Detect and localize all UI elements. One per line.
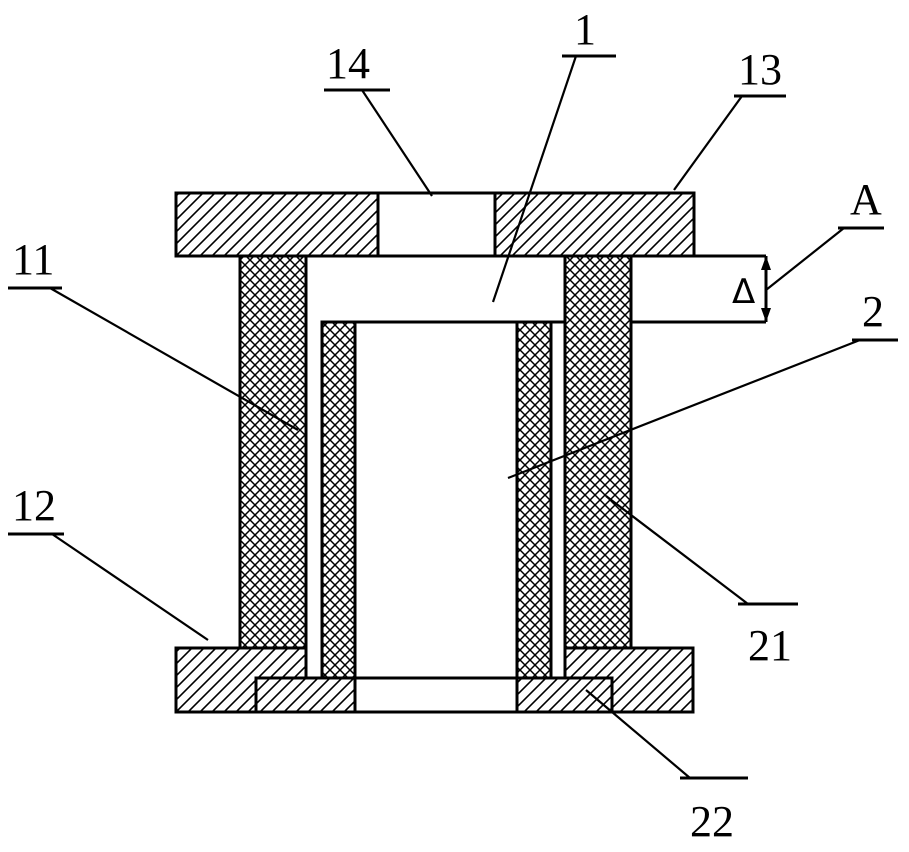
label-13: 13	[738, 45, 782, 94]
part-labels: 1 14 13 A 11 2 12 21 22	[12, 5, 884, 846]
label-2: 2	[862, 287, 884, 336]
bottom-ring	[254, 676, 614, 714]
outer-wall-left	[238, 254, 308, 650]
label-1: 1	[574, 5, 596, 54]
bottom-ring-opening	[353, 676, 519, 714]
top-plate-opening	[376, 191, 497, 258]
label-11: 11	[12, 235, 54, 284]
top-plate	[174, 191, 696, 258]
label-a: A	[850, 175, 882, 224]
label-12: 12	[12, 481, 56, 530]
label-21: 21	[748, 621, 792, 670]
inner-wall-left	[320, 320, 357, 680]
label-14: 14	[326, 39, 370, 88]
top-plate-right	[493, 191, 696, 258]
inner-wall-right	[515, 320, 553, 680]
gap-delta-label: Δ	[732, 272, 755, 312]
gap-dimension: Δ	[732, 256, 771, 322]
top-plate-left	[174, 191, 380, 258]
inner-wall	[320, 320, 553, 680]
bottom-ring-right	[515, 676, 614, 714]
label-22: 22	[690, 797, 734, 846]
leader-lines	[8, 54, 898, 780]
bottom-ring-left	[254, 676, 357, 714]
